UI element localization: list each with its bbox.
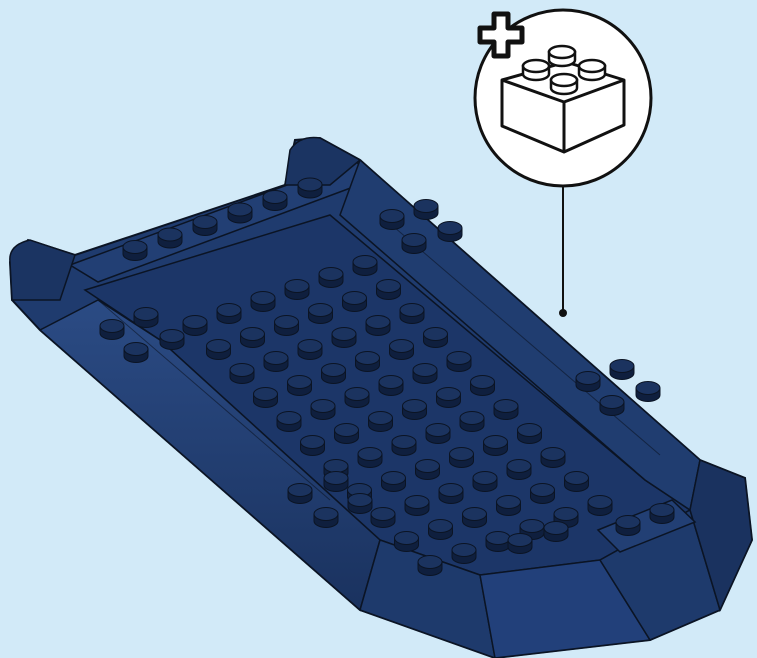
stud-floor xyxy=(332,328,356,348)
stud-plate xyxy=(576,372,600,392)
stud-floor xyxy=(356,352,380,372)
stud-floor xyxy=(217,304,241,324)
stud-floor xyxy=(301,436,325,456)
callout xyxy=(475,10,651,317)
stud-plate xyxy=(508,534,532,554)
stud-floor xyxy=(447,352,471,372)
stud-floor xyxy=(507,460,531,480)
stud-floor xyxy=(183,316,207,336)
stud-floor xyxy=(390,340,414,360)
stud-plate xyxy=(124,343,148,363)
stud-floor xyxy=(254,388,278,408)
stud-plate xyxy=(544,522,568,542)
stud-transom xyxy=(193,216,217,236)
callout-stud xyxy=(579,60,605,80)
stud-floor xyxy=(285,280,309,300)
stud-plate xyxy=(636,382,660,402)
stud-floor xyxy=(309,304,333,324)
stud-floor xyxy=(497,496,521,516)
stud-floor xyxy=(369,412,393,432)
stud-floor xyxy=(392,436,416,456)
stud-transom xyxy=(298,178,322,198)
stud-floor xyxy=(541,448,565,468)
stud-plate xyxy=(380,210,404,230)
stud-plate xyxy=(600,396,624,416)
stud-floor xyxy=(424,328,448,348)
stud-floor xyxy=(450,448,474,468)
stud-floor xyxy=(426,424,450,444)
stud-floor xyxy=(345,388,369,408)
stud-floor xyxy=(413,364,437,384)
stud-floor xyxy=(460,412,484,432)
stud-plate xyxy=(438,222,462,242)
stud-floor xyxy=(275,316,299,336)
stud-floor xyxy=(353,256,377,276)
stud-floor xyxy=(277,412,301,432)
stud-floor xyxy=(471,376,495,396)
stud-transom xyxy=(158,228,182,248)
stud-plate xyxy=(402,234,426,254)
stud-floor xyxy=(241,328,265,348)
stud-floor xyxy=(403,400,427,420)
callout-stud xyxy=(551,74,577,94)
callout-anchor-dot xyxy=(559,309,567,317)
stud-floor xyxy=(400,304,424,324)
stud-plate xyxy=(616,516,640,536)
stud-floor xyxy=(429,520,453,540)
stud-plate xyxy=(414,200,438,220)
stud-floor xyxy=(437,388,461,408)
stud-floor xyxy=(494,400,518,420)
stud-plate xyxy=(134,308,158,328)
stud-floor xyxy=(486,532,510,552)
stud-floor xyxy=(251,292,275,312)
stud-floor xyxy=(382,472,406,492)
stud-transom xyxy=(123,241,147,261)
stud-floor xyxy=(311,400,335,420)
stud-transom xyxy=(263,191,287,211)
stud-floor xyxy=(230,364,254,384)
stud-plate xyxy=(650,504,674,524)
stud-floor xyxy=(358,448,382,468)
stud-plate xyxy=(314,508,338,528)
stud-plate xyxy=(348,494,372,514)
stud-floor xyxy=(395,532,419,552)
stud-floor xyxy=(366,316,390,336)
stud-floor xyxy=(418,556,442,576)
stud-floor xyxy=(416,460,440,480)
stud-plate xyxy=(610,360,634,380)
stud-floor xyxy=(531,484,555,504)
stud-floor xyxy=(484,436,508,456)
stud-floor xyxy=(322,364,346,384)
stud-floor xyxy=(463,508,487,528)
stud-floor xyxy=(379,376,403,396)
callout-stud xyxy=(523,60,549,80)
stud-plate xyxy=(160,330,184,350)
callout-stud xyxy=(549,46,575,66)
stud-floor xyxy=(473,472,497,492)
stud-plate xyxy=(100,320,124,340)
stud-floor xyxy=(371,508,395,528)
stud-floor xyxy=(405,496,429,516)
stud-floor xyxy=(207,340,231,360)
stud-floor xyxy=(518,424,542,444)
stud-floor xyxy=(264,352,288,372)
stud-floor xyxy=(588,496,612,516)
stud-floor xyxy=(319,268,343,288)
stud-floor xyxy=(439,484,463,504)
stud-floor xyxy=(288,376,312,396)
stud-floor xyxy=(565,472,589,492)
stud-floor xyxy=(377,280,401,300)
stud-plate xyxy=(324,472,348,492)
stud-floor xyxy=(298,340,322,360)
stud-transom xyxy=(228,203,252,223)
stud-floor xyxy=(335,424,359,444)
stud-floor xyxy=(343,292,367,312)
stud-plate xyxy=(288,484,312,504)
stud-floor xyxy=(452,544,476,564)
